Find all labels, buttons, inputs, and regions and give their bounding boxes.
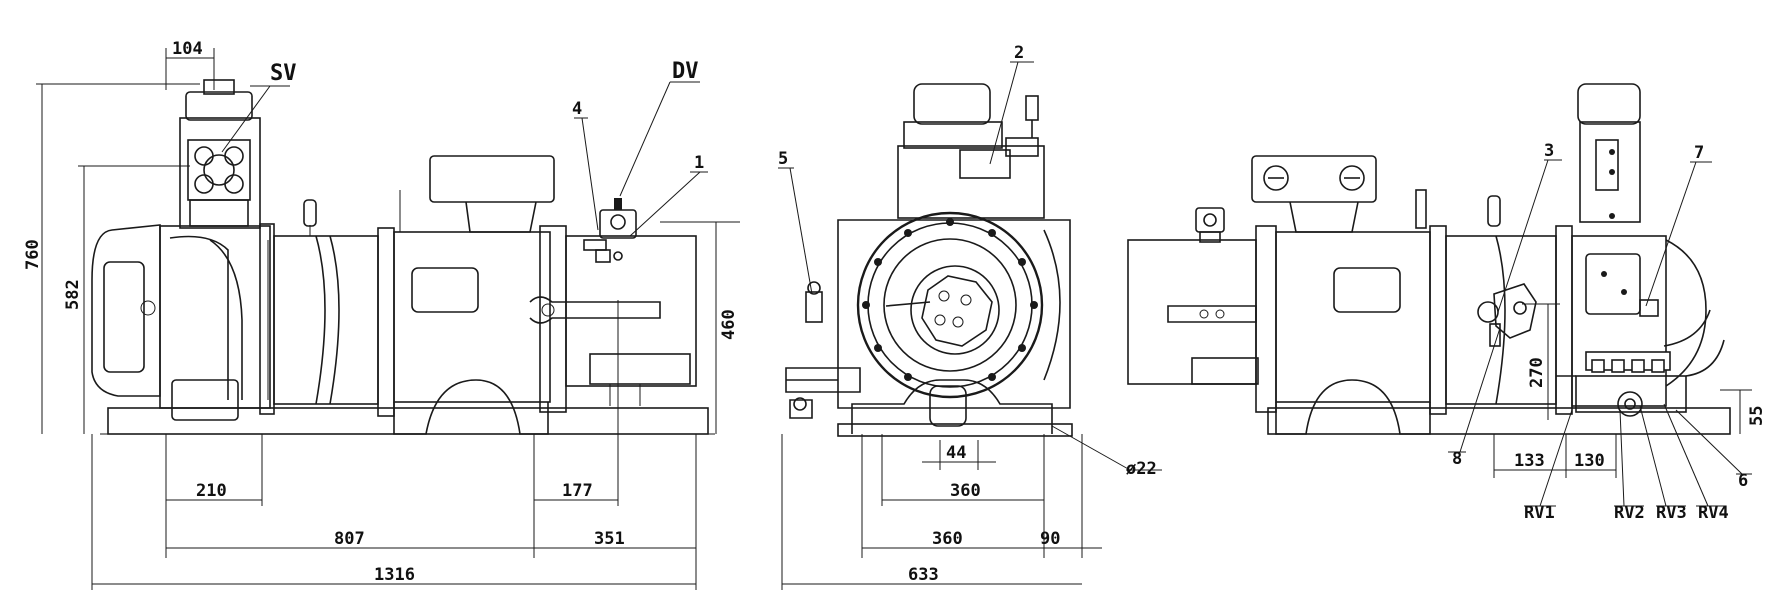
dim-460: 460 [719, 309, 739, 340]
callout-5: 5 [778, 149, 788, 169]
callout-rv4: RV4 [1698, 503, 1729, 523]
dim-210: 210 [196, 481, 227, 501]
dim-270: 270 [1527, 357, 1547, 388]
callout-7: 7 [1694, 143, 1704, 163]
dim-807: 807 [334, 529, 365, 549]
callout-6: 6 [1738, 471, 1748, 491]
end-elevation-view [778, 61, 1162, 590]
dim-633: 633 [908, 565, 939, 585]
dim-130: 130 [1574, 451, 1605, 471]
callout-sv: SV [270, 61, 297, 86]
dim-351: 351 [594, 529, 625, 549]
dim-diameter-22: ø22 [1126, 459, 1157, 479]
dim-90: 90 [1040, 529, 1060, 549]
callout-3: 3 [1544, 141, 1554, 161]
dim-44: 44 [946, 443, 966, 463]
callout-1: 1 [694, 153, 704, 173]
dim-133: 133 [1514, 451, 1545, 471]
callout-rv2: RV2 [1614, 503, 1645, 523]
dim-760: 760 [23, 239, 43, 270]
dim-104: 104 [172, 39, 203, 59]
callout-4: 4 [572, 99, 582, 119]
side-elevation-view [36, 48, 740, 590]
dim-360-lower: 360 [932, 529, 963, 549]
callout-dv: DV [672, 59, 699, 84]
dim-582: 582 [63, 279, 83, 310]
dim-1316: 1316 [374, 565, 415, 585]
housing-bolts [862, 218, 1038, 381]
opposite-side-elevation-view [1127, 83, 1752, 507]
dim-55: 55 [1747, 406, 1767, 426]
callout-rv1: RV1 [1524, 503, 1555, 523]
callout-2: 2 [1014, 43, 1024, 63]
callout-rv3: RV3 [1656, 503, 1687, 523]
dim-360-upper: 360 [950, 481, 981, 501]
dim-177: 177 [562, 481, 593, 501]
callout-8: 8 [1452, 449, 1462, 469]
